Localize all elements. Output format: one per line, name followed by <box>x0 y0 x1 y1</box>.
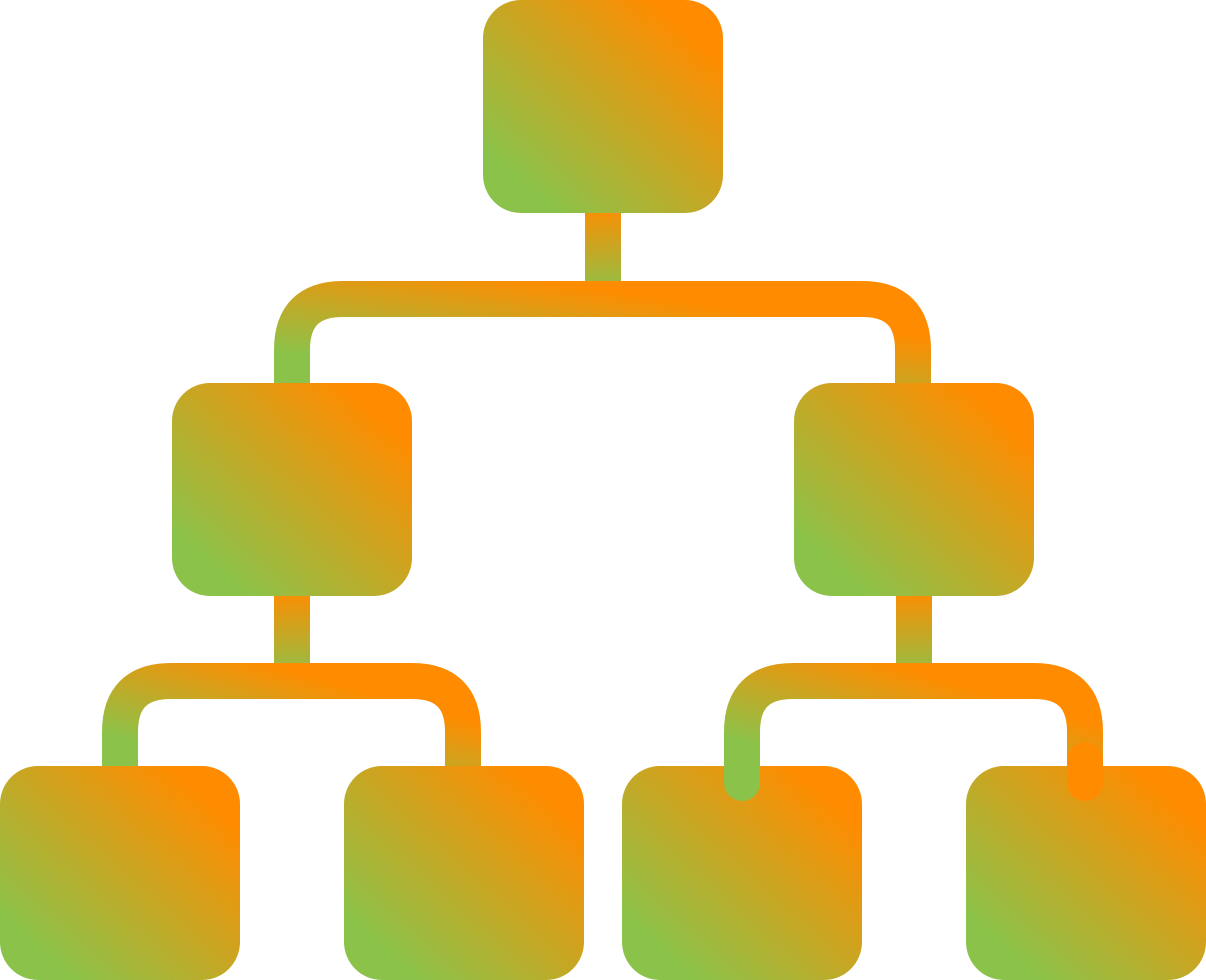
node-right-left <box>622 766 862 980</box>
connector-stem-root <box>585 205 621 295</box>
node-root <box>483 0 723 213</box>
connector-bracket-right <box>724 663 1103 801</box>
node-right <box>794 383 1034 596</box>
connector-caps <box>724 742 1103 801</box>
connectors <box>102 205 1103 801</box>
node-right-right <box>966 766 1206 980</box>
node-left-right <box>344 766 584 980</box>
connector-bracket-level1 <box>274 281 931 392</box>
connector-bracket-left <box>102 663 481 776</box>
node-left <box>172 383 412 596</box>
node-left-left <box>0 766 240 980</box>
